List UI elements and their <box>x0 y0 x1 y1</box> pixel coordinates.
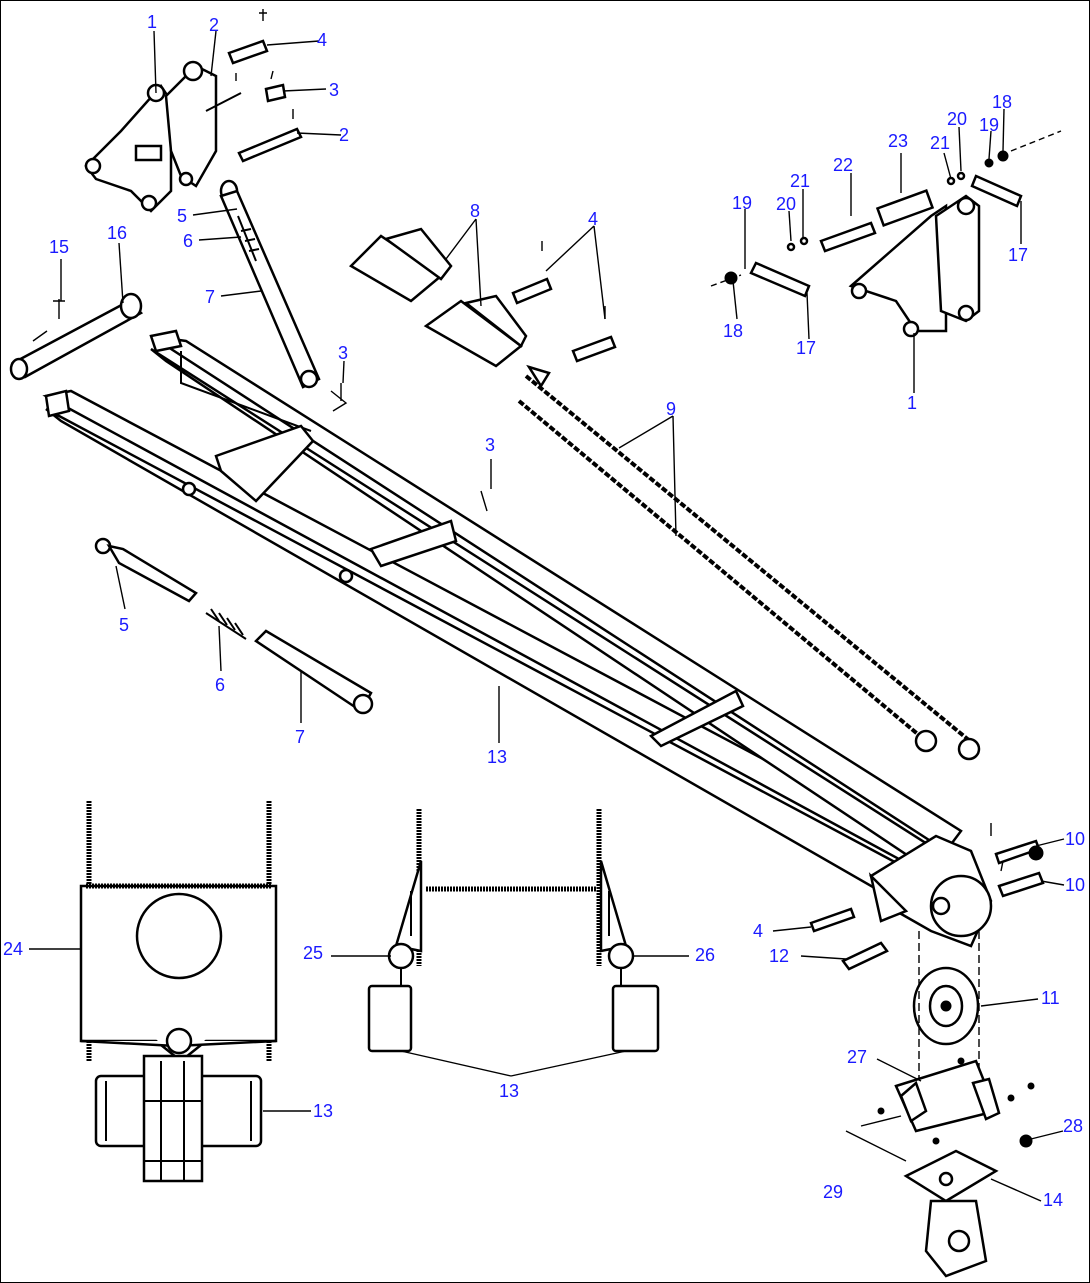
callout-13a: 13 <box>487 747 507 767</box>
callout-21a: 21 <box>790 171 810 191</box>
section-view-25-26 <box>367 809 660 1053</box>
callout-10a: 10 <box>1065 829 1085 849</box>
callout-13b: 13 <box>313 1101 333 1121</box>
callout-27: 27 <box>847 1047 867 1067</box>
tension-cables <box>517 364 981 761</box>
callout-3b: 3 <box>338 343 348 363</box>
hook-bracket <box>845 1057 1035 1278</box>
callout-17a: 17 <box>796 338 816 358</box>
boom-frame <box>42 329 963 908</box>
pins-center <box>340 241 617 512</box>
callout-15: 15 <box>49 237 69 257</box>
callout-6b: 6 <box>215 675 225 695</box>
callout-23: 23 <box>888 131 908 151</box>
callout-19a: 19 <box>732 193 752 213</box>
callout-17b: 17 <box>1008 245 1028 265</box>
callout-29: 29 <box>823 1182 843 1202</box>
callout-8: 8 <box>470 201 480 221</box>
callout-5b: 5 <box>119 615 129 635</box>
mount-bracket-left <box>84 60 242 213</box>
callouts: 1 2 4 3 2 5 6 7 15 16 3 8 4 9 3 23 22 21… <box>3 12 1085 1210</box>
pin-small-group <box>227 9 303 163</box>
callout-20b: 20 <box>947 109 967 129</box>
callout-25: 25 <box>303 943 323 963</box>
callout-11: 11 <box>1041 988 1060 1008</box>
callout-28: 28 <box>1063 1116 1083 1136</box>
callout-6a: 6 <box>183 231 193 251</box>
callout-21b: 21 <box>930 133 950 153</box>
callout-4a: 4 <box>317 30 327 50</box>
callout-5a: 5 <box>177 206 187 226</box>
leader-lines <box>29 30 1065 1202</box>
cylinder-lower <box>94 537 374 715</box>
callout-3c: 3 <box>485 435 495 455</box>
callout-20a: 20 <box>776 194 796 214</box>
callout-7b: 7 <box>295 727 305 747</box>
cylinder-upper <box>219 179 348 412</box>
mount-bracket-right <box>710 130 1062 338</box>
callout-18b: 18 <box>992 92 1012 112</box>
callout-14: 14 <box>1043 1190 1063 1210</box>
callout-13c: 13 <box>499 1081 519 1101</box>
callout-4b: 4 <box>588 209 598 229</box>
callout-1b: 1 <box>907 393 917 413</box>
callout-22: 22 <box>833 155 853 175</box>
callout-9: 9 <box>666 399 676 419</box>
sheave-block <box>912 931 980 1081</box>
head-pins <box>809 823 1045 971</box>
callout-3a: 3 <box>329 80 339 100</box>
callout-1a: 1 <box>147 12 157 32</box>
callout-16: 16 <box>107 223 127 243</box>
callout-10b: 10 <box>1065 875 1085 895</box>
boom-head <box>868 834 993 948</box>
callout-19b: 19 <box>979 115 999 135</box>
callout-2a: 2 <box>209 15 219 35</box>
main-pin <box>9 292 144 381</box>
callout-24: 24 <box>3 939 23 959</box>
callout-26: 26 <box>695 945 715 965</box>
callout-18a: 18 <box>723 321 743 341</box>
clamp-brackets <box>348 227 528 368</box>
callout-12: 12 <box>769 946 789 966</box>
section-view-24 <box>79 801 278 1183</box>
callout-2b: 2 <box>339 125 349 145</box>
callout-7a: 7 <box>205 287 215 307</box>
callout-4c: 4 <box>753 921 763 941</box>
